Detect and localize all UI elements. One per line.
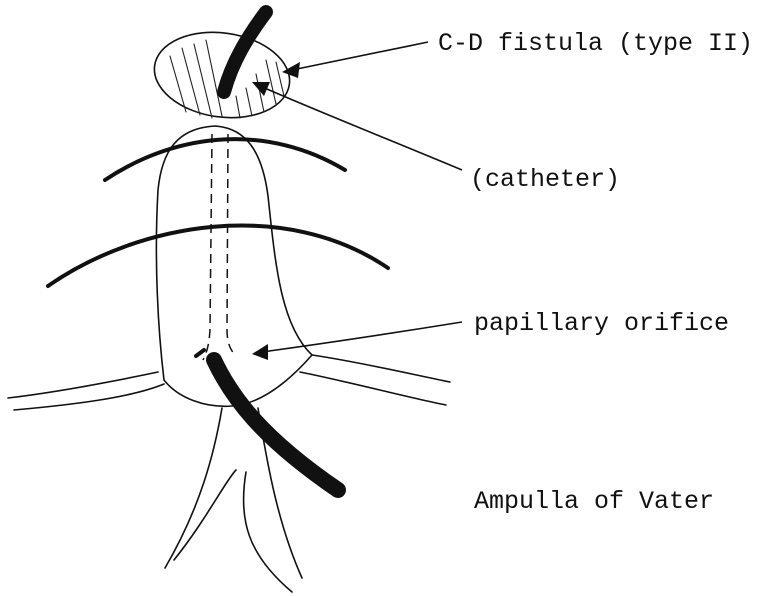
label-ampulla: Ampulla of Vater bbox=[474, 487, 714, 516]
duct-left-outer bbox=[165, 408, 222, 568]
label-catheter: (catheter) bbox=[470, 165, 620, 194]
orifice-mark bbox=[196, 350, 204, 356]
catheter-upper bbox=[224, 12, 266, 92]
channel-right-wall bbox=[227, 134, 236, 356]
wall-left-upper bbox=[8, 372, 158, 398]
channel-left-wall bbox=[203, 134, 212, 360]
label-papillary-orifice: papillary orifice bbox=[474, 309, 729, 338]
fistula-oval bbox=[149, 24, 295, 126]
fistula-opening bbox=[149, 24, 295, 126]
catheter-lower bbox=[214, 360, 338, 490]
wall-left-lower bbox=[14, 384, 164, 410]
papilla-outline bbox=[156, 126, 312, 406]
duct-inner-left bbox=[174, 470, 236, 560]
fold-lower bbox=[48, 226, 388, 286]
orifice-arrow bbox=[252, 322, 462, 360]
lower-ducts bbox=[165, 408, 302, 592]
fistula-arrow bbox=[282, 42, 428, 78]
label-fistula: C-D fistula (type II) bbox=[438, 29, 753, 58]
fold-upper bbox=[105, 139, 345, 180]
wall-right-upper bbox=[312, 355, 450, 382]
common-channel bbox=[203, 134, 236, 360]
